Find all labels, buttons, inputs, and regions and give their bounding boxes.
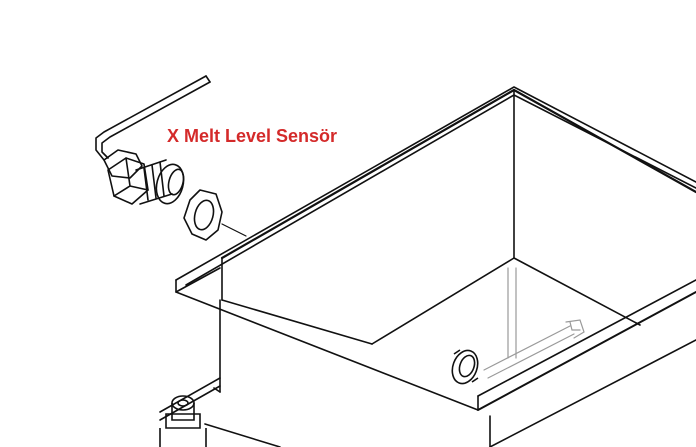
hopper-body-lower-left [159, 377, 221, 413]
melt-level-sensor [95, 75, 247, 241]
sensor-threads [143, 161, 165, 201]
base-fitting [159, 395, 207, 447]
hidden-rod-end-cap [569, 321, 581, 331]
inner-nut-outer [451, 349, 479, 385]
hopper-rim-lower-edge [175, 267, 221, 293]
inner-nut-inner [458, 354, 476, 378]
sensor-hex-nut-face [113, 157, 149, 197]
hopper-front-lip [477, 291, 696, 411]
sensor-lock-nut-hole [193, 199, 215, 231]
hopper-outer-rim [175, 86, 696, 281]
fitting-body [171, 403, 195, 421]
hopper-front-lower-edge [489, 339, 696, 447]
sensor-tip [155, 163, 185, 205]
hidden-sensor-rod [483, 325, 571, 371]
sensor-tip-face [167, 168, 185, 196]
inner-nut-flat [453, 349, 479, 383]
hopper-inner-bottom-left [371, 257, 515, 345]
hidden-sensor-rod-2 [487, 333, 575, 379]
hopper-inner-wall-left-bottom [221, 299, 373, 345]
inner-wall-nut [451, 349, 479, 385]
fitting-base-edge [159, 428, 207, 447]
sensor-lock-nut [183, 189, 223, 241]
hopper-body-lower-left-2 [159, 385, 221, 421]
sensor-cable-end [205, 75, 211, 83]
sensor-cable [95, 75, 207, 161]
sensor-cable-2 [101, 81, 211, 159]
hidden-sensor-rod-end [565, 319, 585, 339]
hidden-lines [483, 267, 585, 379]
fitting-top-inner [177, 399, 189, 407]
sensor-callout-label: X Melt Level Sensör [167, 126, 338, 146]
sensor-connector [103, 149, 143, 179]
fitting-hex [165, 413, 201, 429]
sensor-body [135, 159, 173, 205]
hopper-inner-top-back [220, 88, 696, 260]
hopper-inner-bottom-right [513, 257, 641, 326]
hopper-box [159, 86, 696, 447]
sensor-axis-line [221, 223, 247, 237]
hopper-front-lip-inner [477, 279, 696, 397]
hopper-base-front [204, 423, 281, 447]
